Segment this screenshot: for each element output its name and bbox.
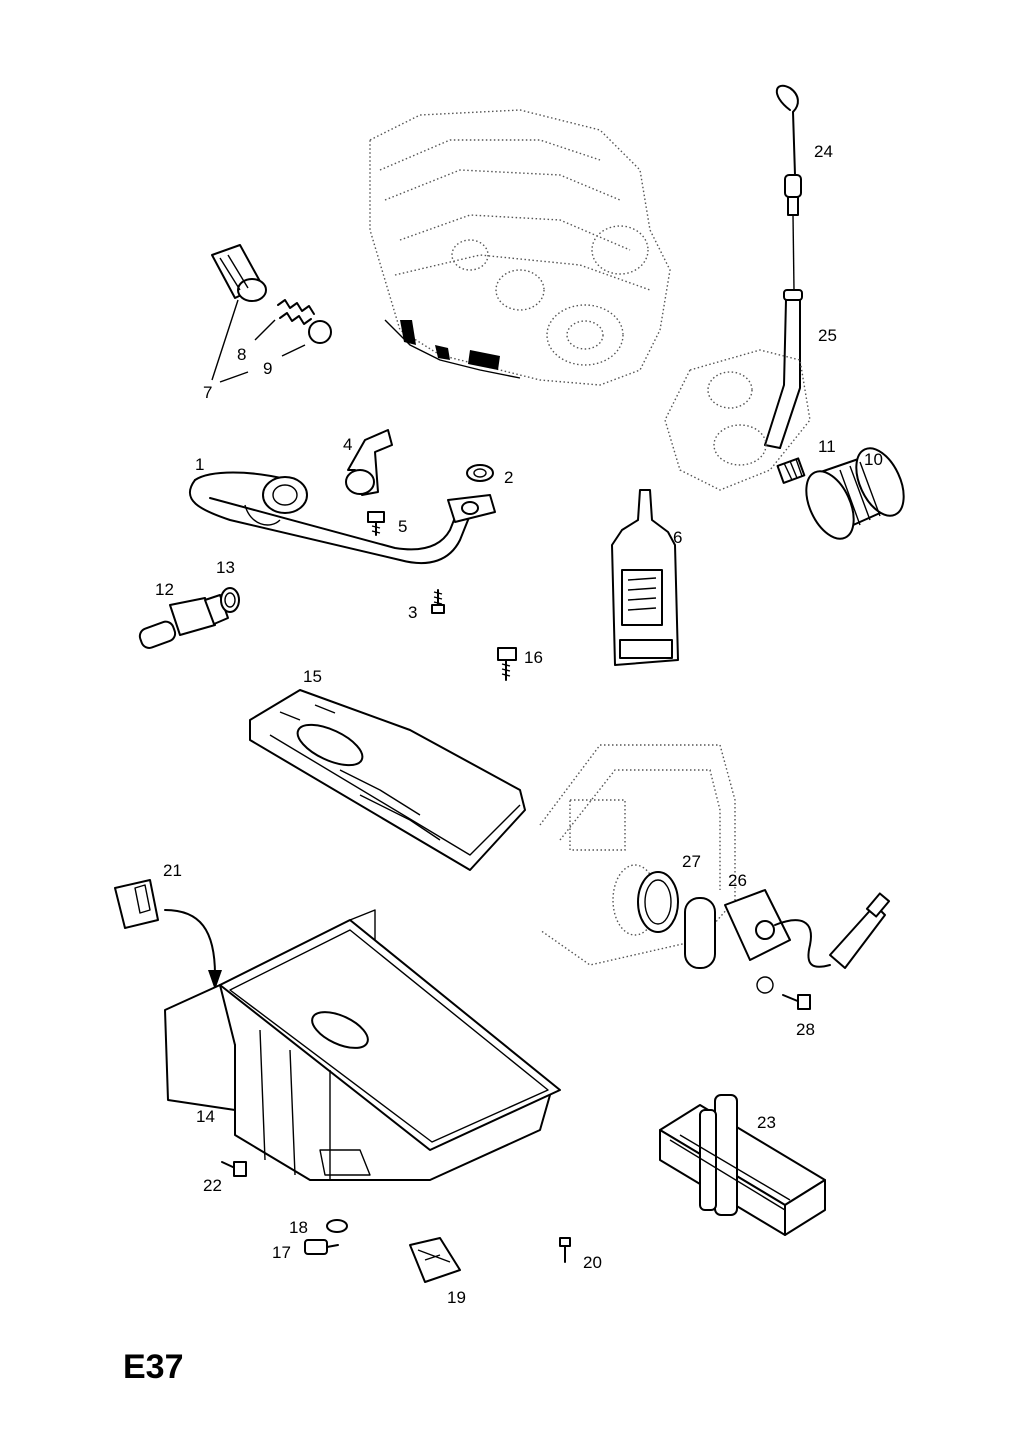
callout-9: 9 — [263, 359, 272, 378]
callout-16: 16 — [524, 648, 543, 667]
dipstick-tube — [764, 289, 803, 449]
callout-12: 12 — [155, 580, 174, 599]
callout-1: 1 — [195, 455, 204, 474]
callout-27: 27 — [682, 852, 701, 871]
callout-13: 13 — [216, 558, 235, 577]
leader-line-7a — [211, 299, 239, 381]
callout-26: 26 — [728, 871, 747, 890]
callout-7: 7 — [203, 383, 212, 402]
callout-23: 23 — [757, 1113, 776, 1132]
oil-filter — [776, 447, 905, 540]
callout-2: 2 — [504, 468, 513, 487]
callout-19: 19 — [447, 1288, 466, 1307]
callout-21: 21 — [163, 861, 182, 880]
callout-11: 11 — [818, 437, 836, 456]
callout-24: 24 — [814, 142, 833, 161]
gasket-ring-inner — [473, 468, 487, 478]
engine-block-illustration — [369, 109, 671, 386]
baffle-plate — [249, 689, 526, 871]
clip-21 — [114, 879, 159, 929]
bolt-28 — [756, 976, 811, 1010]
page-code: E37 — [123, 1348, 184, 1386]
callout-3: 3 — [408, 603, 417, 622]
bolt-20 — [559, 1237, 571, 1263]
callout-17: 17 — [272, 1243, 291, 1262]
leader-line-8 — [254, 319, 276, 341]
pan-cover — [409, 1237, 461, 1283]
oil-level-sensor-assembly — [684, 889, 891, 969]
sensor-gasket-inner — [644, 879, 672, 925]
oil-pickup-pipe — [188, 471, 496, 565]
bolt-22 — [221, 1161, 247, 1177]
callout-15: 15 — [303, 667, 322, 686]
callout-22: 22 — [203, 1176, 222, 1195]
callout-28: 28 — [796, 1020, 815, 1039]
arrow-to-oil-pan — [164, 909, 216, 976]
leader-line-9 — [281, 344, 306, 357]
oil-dipstick — [775, 84, 802, 291]
callout-18: 18 — [289, 1218, 308, 1237]
callout-6: 6 — [673, 528, 682, 547]
callout-14: 14 — [196, 1107, 215, 1126]
engine-side-illustration — [664, 349, 811, 491]
callout-5: 5 — [398, 517, 407, 536]
callout-25: 25 — [818, 326, 837, 345]
bolt-3 — [431, 589, 445, 614]
callout-20: 20 — [583, 1253, 602, 1272]
leader-line-7b — [219, 371, 249, 383]
bolt-5 — [367, 511, 385, 536]
callout-labels: 1 2 3 4 5 6 7 8 9 10 11 12 13 14 15 16 1… — [155, 142, 883, 1307]
callout-8: 8 — [237, 345, 246, 364]
callout-4: 4 — [343, 435, 352, 454]
arrow-head — [208, 970, 222, 990]
gasket-ring — [466, 464, 494, 482]
pipe-bracket — [345, 429, 393, 496]
drain-plug — [304, 1219, 348, 1255]
oil-pressure-valve — [211, 244, 332, 344]
bolt-16 — [497, 647, 517, 681]
callout-10: 10 — [864, 450, 883, 469]
sealant-kit — [659, 1094, 826, 1236]
oil-pan — [164, 909, 561, 1181]
sensor-gasket — [637, 871, 679, 933]
sealant-bottle — [611, 489, 679, 666]
oil-level-sensor — [138, 587, 240, 649]
